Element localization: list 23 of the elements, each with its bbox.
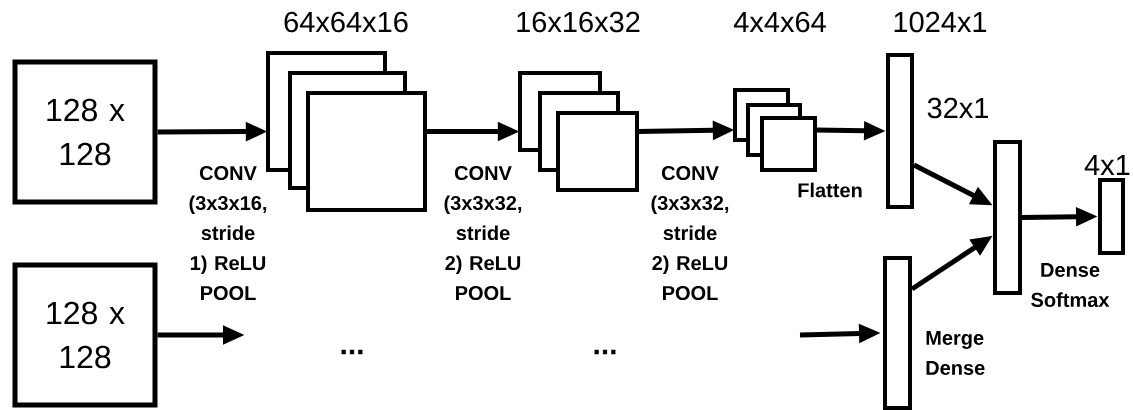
dimension-label: 4x4x64	[733, 11, 826, 33]
edge-label: CONV (3x3x32, stride 2) ReLU POOL	[651, 165, 729, 301]
layer-bar	[883, 256, 912, 410]
layer-bar	[1098, 178, 1125, 255]
dimension-label: 4x1	[1084, 155, 1130, 175]
dimension-label: 64x64x16	[284, 11, 408, 33]
dimension-label: 1024x1	[894, 11, 987, 33]
dimension-label: 32x1	[927, 97, 989, 119]
edge-label: Dense Softmax	[1031, 263, 1110, 307]
feature-map-stack	[518, 71, 639, 192]
ellipsis: ...	[341, 349, 363, 355]
dimension-label: 16x16x32	[517, 11, 640, 33]
input-box: 128 x 128	[12, 262, 158, 408]
layer-bar	[886, 53, 914, 209]
edge-label: CONV (3x3x32, stride 2) ReLU POOL	[444, 165, 522, 301]
edge-label: CONV (3x3x16, stride 1) ReLU POOL	[189, 165, 267, 301]
feature-map-stack	[266, 51, 427, 212]
layer-bar	[993, 140, 1022, 295]
edge-label: Flatten	[798, 182, 862, 198]
input-box: 128 x 128	[12, 59, 158, 205]
dimension-label: Merge Dense	[926, 331, 985, 375]
ellipsis: ...	[594, 349, 616, 355]
feature-map-stack	[733, 88, 817, 172]
